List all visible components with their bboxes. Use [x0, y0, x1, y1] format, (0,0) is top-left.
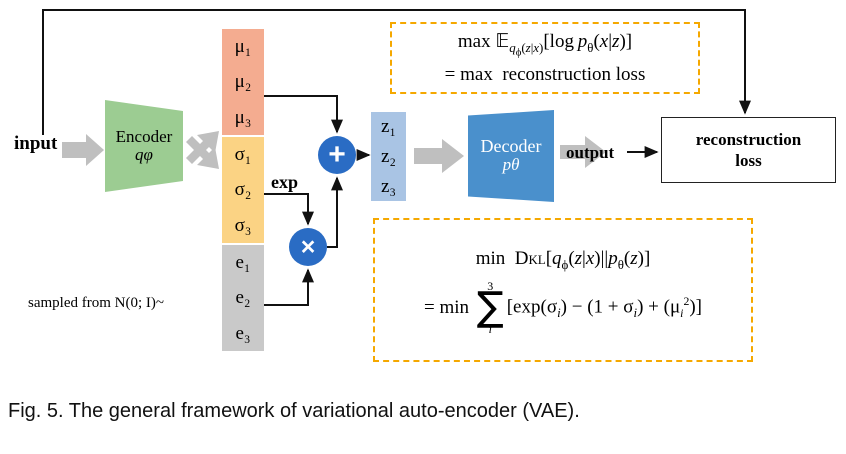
sigma-vector: σ₁ σ₂ σ₃	[222, 137, 264, 243]
reconstruction-equation-box: max 𝔼qϕ(z|x)[log pθ(x|z)] = max reconstr…	[390, 22, 700, 94]
decoder-param: pθ	[502, 155, 520, 175]
vae-framework-figure: input Encoder qφ μ₁ μ₂ μ₃ σ₁ σ₂ σ₃ e₁ e₂…	[14, 9, 836, 362]
kl-equation-box: min DKL[qϕ(z|x)||pθ(z)] = min 3 ∑ i [exp…	[373, 218, 753, 362]
epsilon-item: e₃	[235, 322, 251, 344]
output-label: output	[566, 143, 615, 162]
sum-upper-limit: 3	[487, 279, 494, 294]
z-item: z₃	[380, 175, 397, 197]
decoder-name: Decoder	[480, 136, 542, 157]
mu-item: μ₂	[234, 71, 252, 93]
reconstruction-loss-line1: reconstruction	[695, 129, 802, 149]
z-item: z₁	[380, 116, 397, 138]
exp-label: exp	[271, 172, 298, 192]
sigma-item: σ₃	[234, 214, 252, 236]
sigma-item: σ₂	[234, 179, 252, 201]
encoder-name: Encoder	[115, 126, 173, 146]
multiply-glyph: ×	[300, 232, 316, 261]
kl-equation-line1: min DKL[qϕ(z|x)||pθ(z)]	[475, 247, 651, 272]
epsilon-vector: e₁ e₂ e₃	[222, 245, 264, 351]
mu-vector: μ₁ μ₂ μ₃	[222, 29, 264, 135]
sampled-from-label: sampled from N(0; I)~	[28, 295, 164, 311]
sigma-item: σ₁	[234, 144, 252, 166]
mu-item: μ₁	[234, 36, 252, 58]
add-glyph: +	[328, 138, 346, 171]
epsilon-item: e₁	[235, 252, 251, 274]
encoder-param: qφ	[135, 144, 153, 164]
sum-lower-limit: i	[488, 322, 492, 337]
mu-item: μ₃	[234, 106, 252, 128]
decoder-block: Decoder pθ	[468, 110, 554, 202]
add-operator-icon: +	[318, 136, 356, 174]
input-label: input	[14, 133, 58, 154]
reconstruction-equation-line1: max 𝔼qϕ(z|x)[log pθ(x|z)]	[457, 30, 633, 59]
reconstruction-equation-line2: = max reconstruction loss	[444, 63, 646, 85]
encoder-block: Encoder qφ	[105, 100, 183, 192]
epsilon-item: e₂	[235, 287, 251, 309]
kl-equation-line2: = min 3 ∑ i [exp(σi) − (1 + σi) + (μi2)]	[424, 279, 702, 337]
multiply-operator-icon: ×	[289, 228, 327, 266]
reconstruction-loss-box: reconstruction loss	[661, 117, 836, 183]
figure-caption: Fig. 5. The general framework of variati…	[8, 400, 580, 422]
latent-z-vector: z₁ z₂ z₃	[371, 112, 406, 201]
z-item: z₂	[380, 145, 397, 167]
reconstruction-loss-line2: loss	[735, 151, 762, 170]
